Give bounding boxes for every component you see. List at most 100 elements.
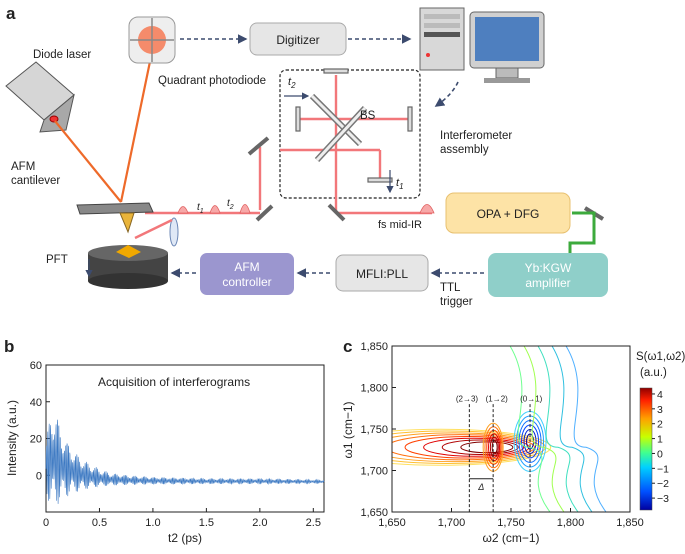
transition-label: (1→2) xyxy=(486,395,509,404)
x-tick-label-c: 1,800 xyxy=(557,517,585,529)
diode-laser-icon xyxy=(5,61,75,133)
colorbar-tick-label: 2 xyxy=(657,419,663,431)
mirrors xyxy=(247,68,605,222)
bs-label: BS xyxy=(360,110,376,122)
pft-label: PFT xyxy=(46,254,68,266)
colorbar-tick-label: −1 xyxy=(657,463,669,475)
pos-contour-core xyxy=(488,433,501,462)
y-tick-label-b: 0 xyxy=(36,470,42,482)
colorbar-tick-label: 4 xyxy=(657,389,663,401)
x-axis-label-b: t2 (ps) xyxy=(168,531,202,545)
interferogram-trace xyxy=(45,419,325,504)
chart-b-title: Acquisition of interferograms xyxy=(98,375,250,389)
outer-contour xyxy=(509,346,551,512)
afm-controller-label-2: controller xyxy=(222,275,271,289)
beamsplitter-icon xyxy=(309,93,368,163)
outer-contour xyxy=(551,346,593,512)
x-tick-label-b: 0.5 xyxy=(92,517,107,529)
y-tick-label-b: 60 xyxy=(30,360,42,372)
trigger-label: trigger xyxy=(440,296,473,308)
mfli-pll-label: MFLI:PLL xyxy=(356,267,408,281)
colorbar-tick-label: 3 xyxy=(657,404,663,416)
x-tick-label-b: 0 xyxy=(43,517,49,529)
panel-label-a: a xyxy=(6,4,16,23)
laser-beam-in xyxy=(54,120,122,203)
colorbar-tick-label: 1 xyxy=(657,434,663,446)
pos-contour xyxy=(441,439,519,455)
afm-cantilever-label-line2: cantilever xyxy=(11,175,60,187)
laser-beam-out xyxy=(119,46,155,203)
digitizer-label: Digitizer xyxy=(276,33,319,47)
x-tick-label-b: 2.0 xyxy=(252,517,267,529)
outer-contour xyxy=(537,346,579,512)
y-tick-label-c: 1,650 xyxy=(360,507,388,519)
delta-label: Δ xyxy=(477,482,484,492)
lens-icon xyxy=(169,217,179,247)
yb-label-2: amplifier xyxy=(525,276,570,290)
interferogram-chart: Acquisition of interferograms 0 0.5 1.0 1.5 2… xyxy=(5,360,325,545)
x-tick-label-b: 1.5 xyxy=(199,517,214,529)
colorbar xyxy=(639,387,653,511)
colorbar-unit: (a.u.) xyxy=(640,367,667,379)
y-tick-label-b: 40 xyxy=(30,397,42,409)
colorbar-title: S(ω1,ω2) xyxy=(636,351,685,363)
afm-cantilever-label-line1: AFM xyxy=(11,161,35,173)
y-tick-label-c: 1,700 xyxy=(360,466,388,478)
x-tick-label-c: 1,700 xyxy=(438,517,466,529)
x-tick-label-c: 1,650 xyxy=(378,517,406,529)
x-tick-label-b: 2.5 xyxy=(306,517,321,529)
transition-label: (0→1) xyxy=(520,395,543,404)
quadrant-photodiode-icon xyxy=(128,16,176,64)
opa-dfg-label: OPA + DFG xyxy=(477,207,540,221)
afm-controller-box xyxy=(200,253,294,295)
t2-label-pulse: t2 xyxy=(227,198,234,211)
y-tick-label-b: 20 xyxy=(30,434,42,446)
pos-contour-core xyxy=(489,436,499,458)
2d-spectrum-chart: (2→3) (1→2) (0→1) Δ 1,650 1,700 1,750 1,800 1,85… xyxy=(341,341,685,545)
y-tick-label-c: 1,800 xyxy=(360,383,388,395)
mfli-pll-box xyxy=(335,254,429,292)
computer-icon xyxy=(419,7,545,83)
pos-contour-core xyxy=(491,440,498,455)
interferometer-label-line1: Interferometer xyxy=(440,130,512,142)
yb-kgw-box xyxy=(488,253,608,297)
pos-contour xyxy=(392,428,552,466)
cantilever-icon xyxy=(76,202,154,215)
panel-label-c: c xyxy=(343,337,352,356)
y-axis-label-b: Intensity (a.u.) xyxy=(5,400,19,476)
interferometer-label-line2: assembly xyxy=(440,144,489,156)
interferometer-box xyxy=(279,69,421,199)
y-tick-label-c: 1,850 xyxy=(360,341,388,353)
pos-contour xyxy=(423,437,525,457)
opa-dfg-box xyxy=(445,192,571,234)
yb-label-1: Yb:KGW xyxy=(525,261,572,275)
afm-controller-label-1: AFM xyxy=(234,260,259,274)
ttl-label: TTL xyxy=(440,282,461,294)
fs-mid-ir-label: fs mid-IR xyxy=(378,219,422,231)
quadrant-photodiode-label: Quadrant photodiode xyxy=(158,75,266,87)
beam-to-tip xyxy=(134,218,173,240)
outer-contour xyxy=(523,346,565,512)
x-tick-label-b: 1.0 xyxy=(145,517,160,529)
pos-contour xyxy=(392,434,535,461)
y-axis-label-c: ω1 (cm−1) xyxy=(341,401,355,458)
colorbar-tick-label: −3 xyxy=(657,493,669,505)
diode-laser-label: Diode laser xyxy=(33,49,91,61)
y-tick-label-c: 1,750 xyxy=(360,424,388,436)
x-tick-label-c: 1,850 xyxy=(616,517,644,529)
outer-contour xyxy=(565,346,607,512)
colorbar-tick-label: −2 xyxy=(657,478,669,490)
arrow-pc-interferometer xyxy=(434,81,459,107)
t1-label-pulse: t1 xyxy=(197,202,204,215)
x-axis-label-c: ω2 (cm−1) xyxy=(482,531,539,545)
tip-icon xyxy=(119,212,135,234)
x-tick-label-c: 1,750 xyxy=(497,517,525,529)
digitizer-box xyxy=(249,22,347,56)
colorbar-tick-label: 0 xyxy=(657,448,663,460)
sample-stage-icon xyxy=(88,245,168,289)
transition-label: (2→3) xyxy=(456,395,479,404)
panel-label-b: b xyxy=(4,337,14,356)
green-pump-beam xyxy=(568,211,596,253)
pulse-train xyxy=(177,204,435,214)
